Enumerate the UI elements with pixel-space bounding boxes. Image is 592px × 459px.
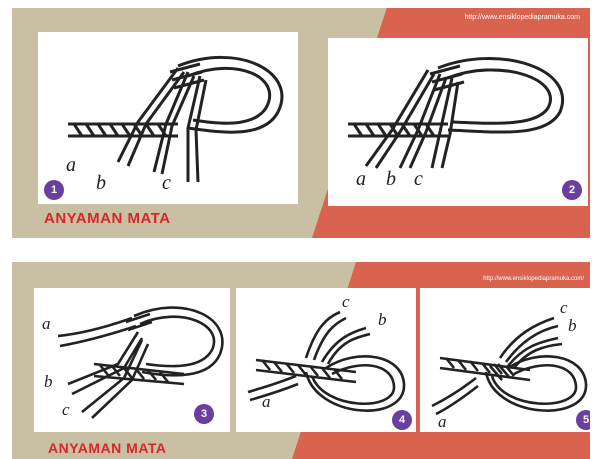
strand-label-b: b	[44, 372, 53, 392]
top-panel: http://www.ensiklopediapramuka.com a b c…	[12, 8, 590, 238]
step-5-illustration: c b a 5	[420, 288, 590, 432]
strand-label-b: b	[378, 310, 387, 330]
strand-label-b: b	[96, 172, 106, 195]
section-title: ANYAMAN MATA	[44, 210, 171, 227]
step-1-illustration: a b c 1	[38, 32, 298, 204]
strand-label-c: c	[414, 168, 423, 191]
step-3-illustration: a b c 3	[34, 288, 230, 432]
strand-label-c: c	[560, 298, 568, 318]
strand-label-b: b	[386, 168, 396, 191]
step-number-badge: 3	[194, 404, 214, 424]
strand-label-a: a	[438, 412, 447, 432]
strand-label-a: a	[356, 168, 366, 191]
source-url: http://www.ensiklopediapramuka.com/	[483, 276, 584, 282]
step-number-badge: 2	[562, 180, 582, 200]
step-number-badge: 5	[576, 410, 590, 430]
strand-label-a: a	[66, 154, 76, 177]
step-number-badge: 4	[392, 410, 412, 430]
bottom-panel: http://www.ensiklopediapramuka.com/ a b …	[12, 262, 590, 459]
source-url: http://www.ensiklopediapramuka.com	[464, 14, 580, 21]
strand-label-c: c	[62, 400, 70, 420]
step-4-illustration: c b a 4	[236, 288, 416, 432]
strand-label-b: b	[568, 316, 577, 336]
strand-label-a: a	[42, 314, 51, 334]
strand-label-c: c	[162, 172, 171, 195]
step-2-illustration: a b c 2	[328, 38, 588, 206]
strand-label-a: a	[262, 392, 271, 412]
section-title: ANYAMAN MATA	[48, 440, 167, 456]
strand-label-c: c	[342, 292, 350, 312]
step-number-badge: 1	[44, 180, 64, 200]
